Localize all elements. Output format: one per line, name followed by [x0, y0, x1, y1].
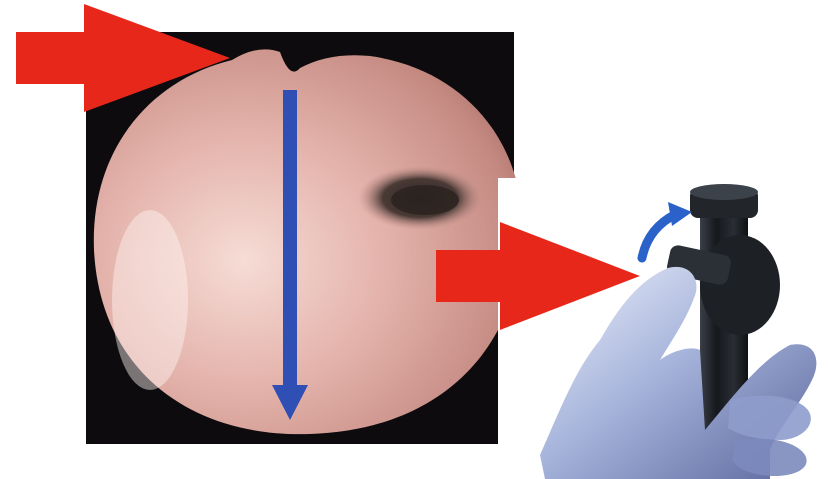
scope-control-body	[700, 235, 780, 335]
scope-eyepiece-top	[690, 184, 758, 200]
mucosa-highlight	[112, 210, 188, 390]
lumen-opening-core	[391, 185, 459, 215]
endoscopic-view	[86, 32, 522, 444]
